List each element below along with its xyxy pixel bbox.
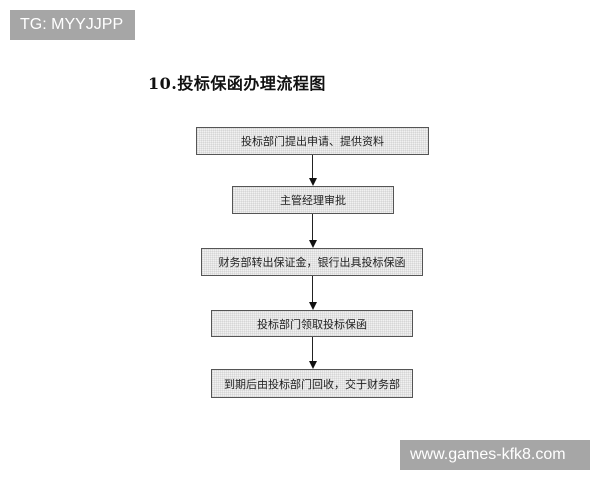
arrow-down-icon bbox=[308, 178, 317, 186]
diagram-title: 10.投标保函办理流程图 bbox=[148, 74, 326, 93]
flow-step-1: 投标部门提出申请、提供资料 bbox=[196, 127, 429, 155]
connector-line bbox=[312, 214, 313, 240]
flow-step-label: 投标部门领取投标保函 bbox=[257, 317, 367, 331]
flow-step-label: 主管经理审批 bbox=[280, 194, 346, 207]
flow-step-2: 主管经理审批 bbox=[232, 186, 394, 214]
arrow-down-icon bbox=[308, 240, 317, 248]
connector-line bbox=[312, 337, 313, 361]
flow-step-label: 投标部门提出申请、提供资料 bbox=[241, 135, 384, 148]
flow-step-label: 到期后由投标部门回收，交于财务部 bbox=[224, 377, 400, 391]
watermark-bottom: www.games-kfk8.com bbox=[400, 440, 590, 470]
watermark-top: TG: MYYJJPP bbox=[10, 10, 135, 40]
connector-line bbox=[312, 276, 313, 302]
flow-step-4: 投标部门领取投标保函 bbox=[211, 310, 413, 337]
connector-line bbox=[312, 155, 313, 178]
arrow-down-icon bbox=[308, 361, 317, 369]
flow-step-3: 财务部转出保证金，银行出具投标保函 bbox=[201, 248, 423, 276]
flow-step-label: 财务部转出保证金，银行出具投标保函 bbox=[218, 256, 406, 269]
arrow-down-icon bbox=[308, 302, 317, 310]
flow-step-5: 到期后由投标部门回收，交于财务部 bbox=[211, 369, 413, 398]
